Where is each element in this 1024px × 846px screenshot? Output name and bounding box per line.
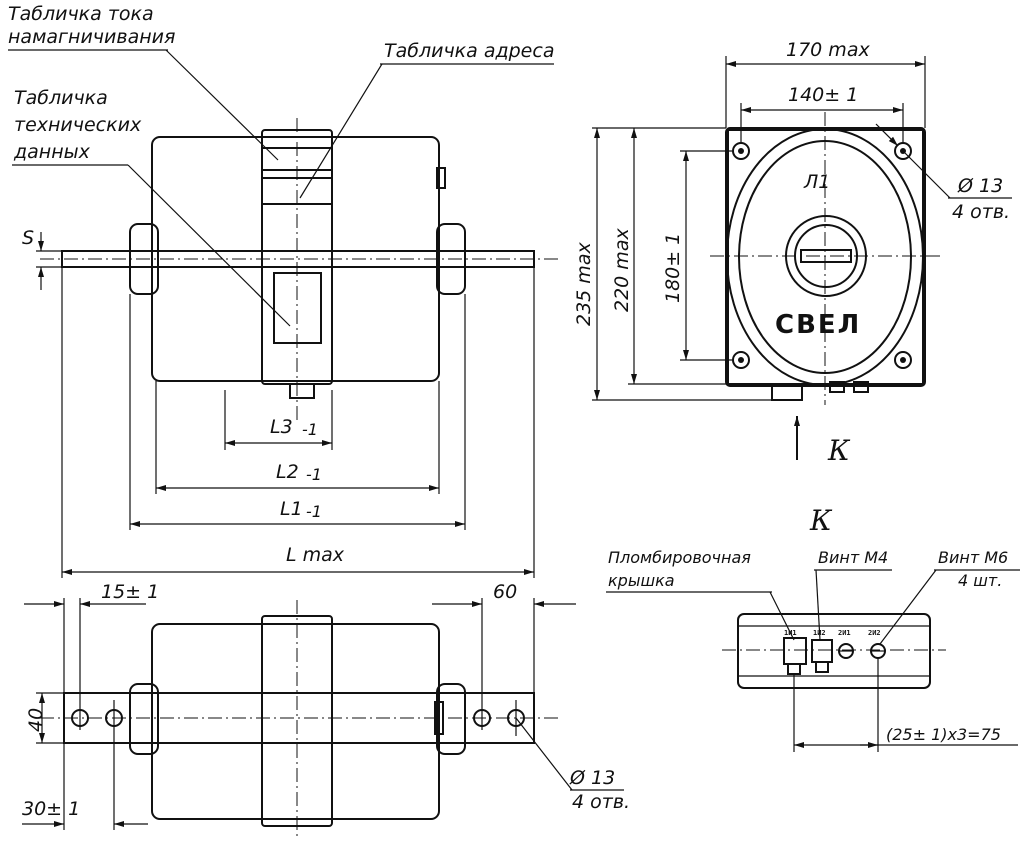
- right-hole-count: 4 отв.: [952, 201, 1010, 223]
- top-body: [151, 623, 440, 820]
- callout-tech-plate-line1: Табличка: [14, 87, 108, 109]
- dim-235-label: 235 max: [573, 242, 595, 326]
- technical-data-plate: [273, 272, 322, 344]
- top-left-hub: [129, 683, 159, 755]
- sealing-cover-tab: [787, 663, 801, 675]
- front-marking: Л1: [803, 171, 830, 193]
- callout-screw-m4: Винт М4: [818, 548, 888, 567]
- side-view: S L3 -1 L2 -1 L1 -1 L max: [22, 118, 560, 578]
- side-terminal: [289, 383, 315, 399]
- dim-60-label: 60: [493, 581, 517, 603]
- dim-l3-label: L3: [270, 416, 293, 438]
- terminal-label-2i1: 2И1: [838, 629, 851, 637]
- hole-callout-count: 4 отв.: [572, 791, 630, 813]
- view-k: К 1И1 1И2 2И1 2И2 Пломбировочная крышка …: [606, 504, 1020, 752]
- dim-pitch-label: (25± 1)x3=75: [886, 725, 1001, 744]
- dim-l2-label: L2: [276, 461, 299, 483]
- dim-180-label: 180± 1: [662, 233, 684, 303]
- callout-tech-plate-line3: данных: [13, 141, 91, 163]
- dim-l-max-label: L max: [286, 544, 345, 566]
- terminal-box-outline: [737, 613, 931, 689]
- top-view: 15± 1 60 40 30± 1 Ø 13 4 отв.: [22, 581, 630, 840]
- dim-170-label: 170 max: [786, 39, 870, 61]
- front-terminal-box: [771, 383, 803, 401]
- dim-30-label: 30± 1: [22, 798, 80, 820]
- dim-l1-tolerance: -1: [306, 502, 322, 521]
- callout-address-plate: Табличка адреса: [384, 40, 554, 62]
- mounting-hole: [894, 351, 912, 369]
- callout-screw-m6-line1: Винт М6: [938, 548, 1008, 567]
- terminal-label-2i2: 2И2: [868, 629, 881, 637]
- brand-logo: СВЕЛ: [775, 310, 861, 340]
- dim-140-label: 140± 1: [788, 84, 858, 106]
- callout-screw-m6-line2: 4 шт.: [958, 571, 1002, 590]
- screw-m4-block: [811, 639, 833, 663]
- top-right-hub: [436, 683, 466, 755]
- side-view-callouts: Табличка тока намагничивания Табличка ад…: [8, 3, 554, 327]
- dim-l3-tolerance: -1: [302, 420, 318, 439]
- callout-tech-plate-line2: технических: [14, 114, 142, 136]
- dim-l2-tolerance: -1: [306, 465, 322, 484]
- callout-sealing-cover-line1: Пломбировочная: [608, 548, 751, 567]
- dim-l1-label: L1: [280, 498, 303, 520]
- dim-s-label: S: [22, 227, 34, 249]
- view-k-arrow-label: К: [827, 434, 851, 467]
- callout-magnetizing-plate-line2: намагничивания: [8, 26, 175, 48]
- front-view: Л1 СВЕЛ 170 max 140± 1 235 max 220 max 1…: [573, 39, 1012, 467]
- screw-m4-tab: [815, 661, 829, 673]
- dim-15-label: 15± 1: [101, 581, 159, 603]
- body-side-lug: [436, 167, 446, 189]
- transformer-body: [151, 136, 440, 382]
- callout-magnetizing-plate-line1: Табличка тока: [8, 3, 154, 25]
- front-terminal: [829, 381, 845, 393]
- callout-sealing-cover-line2: крышка: [608, 571, 675, 590]
- sealing-cover: [783, 637, 807, 665]
- hole-callout-diameter: Ø 13: [569, 767, 615, 789]
- view-k-title: К: [809, 504, 833, 537]
- right-hole-diameter: Ø 13: [957, 175, 1003, 197]
- dim-220-label: 220 max: [611, 228, 633, 312]
- dim-40-label: 40: [25, 708, 47, 732]
- front-terminal: [853, 381, 869, 393]
